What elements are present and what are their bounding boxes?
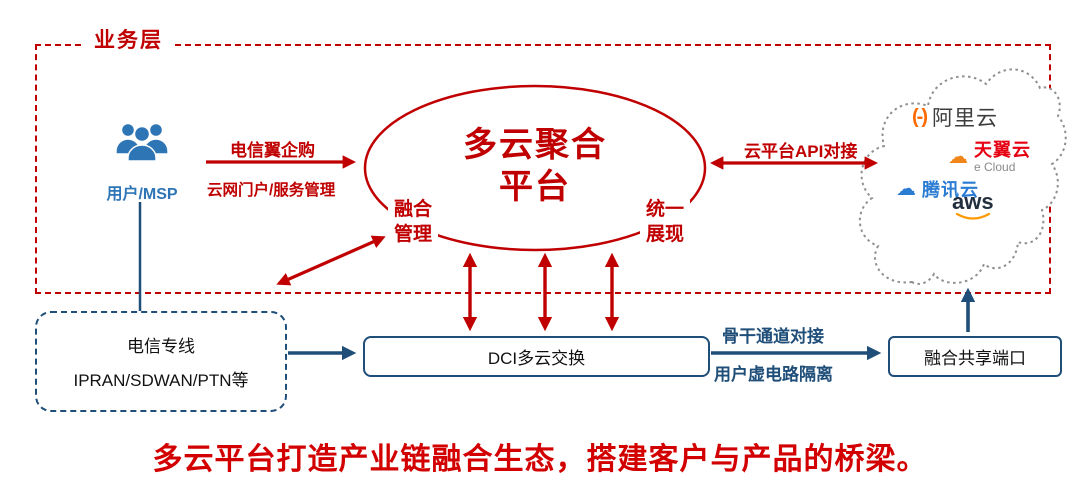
- aws-label: aws: [952, 189, 994, 214]
- telecom-purchase-label: 电信翼企购: [230, 141, 315, 160]
- tianyi-cloud-sublabel: e Cloud: [974, 159, 1016, 174]
- virtual-circuit-label: 用户虚电路隔离: [714, 365, 833, 384]
- platform-title-line1: 多云聚合: [463, 126, 607, 164]
- telecom-line-label1: 电信专线: [127, 337, 195, 356]
- tianyi-cloud-label: 天翼云: [974, 140, 1031, 160]
- aws-smile-icon: [955, 212, 990, 220]
- shared-port-box: 融合共享端口: [888, 336, 1062, 377]
- tianyi-cloud-logo: ☁ 天翼云 e Cloud: [948, 141, 1031, 173]
- footer-slogan: 多云平台打造产业链融合生态，搭建客户与产品的桥梁。: [152, 443, 928, 476]
- aws-logo: aws: [952, 189, 994, 221]
- alibaba-cloud-label: 阿里云: [931, 107, 998, 130]
- fusion-management-note: 融合 管理: [388, 196, 438, 248]
- backbone-channel-label: 骨干通道对接: [722, 327, 824, 346]
- unified-presentation-note: 统一 展现: [640, 196, 690, 248]
- users-icon: [110, 120, 174, 171]
- alibaba-cloud-icon: (-): [912, 105, 928, 128]
- tencent-cloud-icon: ☁: [896, 178, 916, 200]
- shared-port-label: 融合共享端口: [924, 349, 1026, 368]
- tianyi-cloud-icon: ☁: [948, 146, 968, 169]
- cloud-api-label: 云平台API对接: [744, 142, 858, 161]
- user-msp-label: 用户/MSP: [106, 186, 178, 203]
- business-layer-label: 业务层: [84, 24, 173, 54]
- portal-service-label: 云网门户/服务管理: [207, 182, 336, 199]
- dci-exchange-label: DCI多云交换: [487, 349, 586, 368]
- alibaba-cloud-logo: (-) 阿里云: [912, 102, 998, 132]
- telecom-line-label2: IPRAN/SDWAN/PTN等: [73, 371, 249, 390]
- dci-exchange-box: DCI多云交换: [363, 336, 710, 377]
- telecom-line-box: 电信专线 IPRAN/SDWAN/PTN等: [35, 311, 287, 412]
